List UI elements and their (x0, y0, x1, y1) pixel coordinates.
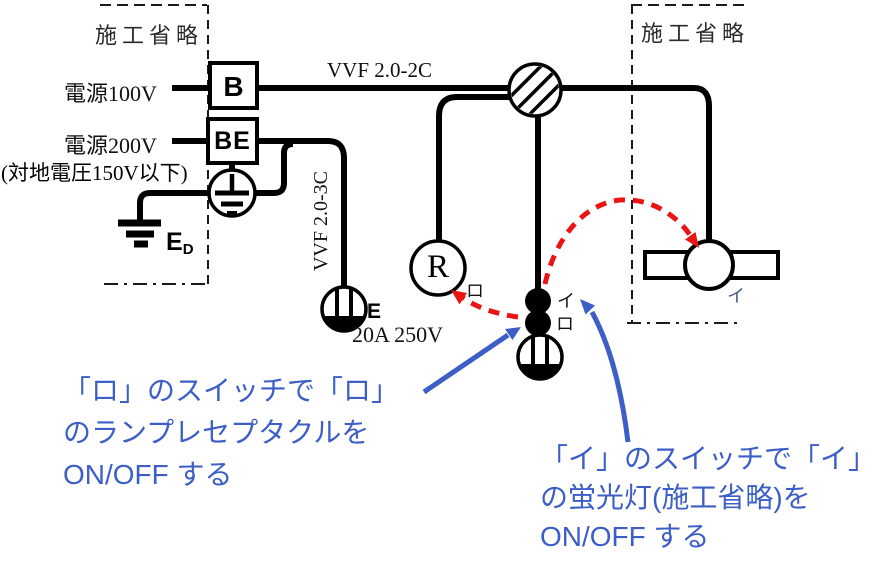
earth-leakage-breaker-label: BE (214, 127, 251, 155)
breaker-label: B (223, 71, 244, 102)
blue-arrowhead-i (580, 299, 595, 315)
left-omitted-label: 施工省略 (95, 23, 204, 48)
outlet-rating-label: 20A 250V (352, 322, 444, 347)
outlet-200v-symbol (320, 285, 368, 333)
fluorescent-tag-i: イ (727, 286, 745, 306)
switch-tag-i: イ (557, 291, 575, 311)
blue-arrowhead-ro (505, 327, 521, 340)
right-omitted-label: 施工省略 (641, 21, 750, 46)
red-dashed-arrow-i (542, 197, 699, 285)
annotation-ro-line3: ON/OFF する (63, 459, 233, 490)
blue-arrow-note-i (580, 299, 631, 443)
outlet-earth-label: E (367, 300, 382, 323)
earth-ed-label: ED (166, 228, 194, 258)
annotation-ro-line2: のランプレセプタクルを (63, 417, 370, 448)
annotation-i: 「イ」のスイッチで「イ」 の蛍光灯(施工省略)を ON/OFF する (540, 439, 876, 556)
breaker-box (208, 61, 259, 110)
cable-label-vvf20-2c: VVF 2.0-2C (327, 58, 433, 82)
source-200v-label: 電源200V (64, 133, 157, 158)
junction-box-hatch (511, 66, 559, 114)
ground-terminal-symbol (207, 168, 257, 218)
wire-to-earth (137, 190, 209, 220)
annotation-ro: 「ロ」のスイッチで「ロ」 のランプレセプタクルを ON/OFF する (63, 370, 399, 496)
switch-ro-symbol (525, 310, 551, 336)
red-arrowhead-i (685, 232, 699, 248)
switch-i-symbol (525, 288, 551, 314)
annotation-i-line3: ON/OFF する (540, 521, 710, 552)
earth-ed-main: E (166, 228, 183, 256)
annotation-i-line2: の蛍光灯(施工省略)を (540, 482, 811, 513)
fluorescent-light-symbol (643, 239, 780, 291)
cable-label-vvf20-3c: VVF 2.0-3C (310, 171, 332, 272)
wire-main-right-to-fluorescent (561, 85, 712, 243)
junction-box-symbol (507, 62, 563, 118)
red-arrowhead-ro (451, 290, 467, 305)
earth-ed-sub: D (182, 241, 194, 258)
outlet-symbol (516, 333, 564, 381)
source-200v-note: (対地電圧150V以下) (1, 161, 188, 185)
lamp-receptacle-label: R (426, 249, 449, 285)
right-omitted-region-border (627, 4, 745, 324)
blue-arrow-note-ro (422, 327, 521, 395)
source-100v-label: 電源100V (64, 81, 157, 106)
earth-leakage-breaker-box (206, 117, 259, 165)
receptacle-tag-ro: ロ (466, 281, 484, 301)
switch-tag-ro: ロ (556, 314, 574, 334)
earth-symbol (118, 219, 161, 248)
red-dashed-arrow-ro (451, 290, 519, 320)
lamp-receptacle-symbol (409, 239, 467, 297)
annotation-i-line1: 「イ」のスイッチで「イ」 (540, 443, 877, 474)
wire-ground-tap (255, 141, 294, 196)
wire-branch-to-receptacle (436, 94, 509, 242)
wire-be-to-outlet-200v (255, 138, 347, 288)
annotation-ro-line1: 「ロ」のスイッチで「ロ」 (63, 375, 400, 406)
